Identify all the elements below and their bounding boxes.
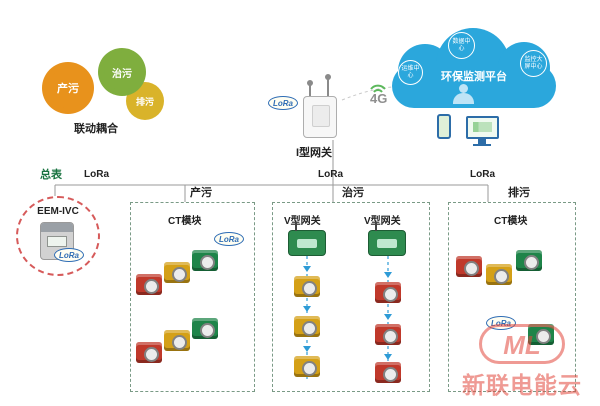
box-paiwu [448,202,576,392]
gateway-antenna-icon [325,74,331,97]
bus-lora-right-label: LoRa [470,169,495,180]
box-chanwu-title: 产污 [190,187,212,199]
vgateway-left-label: V型网关 [284,216,321,227]
cellular-4g-icon: 4G [364,78,392,111]
meter-model-label: EEM-IVC [37,206,79,217]
bus-lora-left-label: LoRa [84,169,109,180]
ct-module-yellow [486,264,512,285]
ct-module-yellow [164,262,190,283]
ct-module-yellow [164,330,190,351]
gear-chanwu: 产污 [42,62,94,114]
ct-module-red [136,342,162,363]
signal-4g-label: 4G [370,91,387,106]
box-paiwu-module-label: CT模块 [494,216,528,227]
box-zhiwu-title: 治污 [342,187,364,199]
ct-module-yellow [294,356,320,377]
ct-module-red [375,282,401,303]
bus-lora-center-label: LoRa [318,169,343,180]
ct-module-red [375,324,401,345]
user-icon [453,93,474,104]
cloud-badge-ops-center: 运维中心 [398,60,423,85]
watermark: ML 新联电能云 [452,324,592,400]
ct-module-green [192,318,218,339]
signal-arcs-icon: 4G [370,84,387,106]
gateway-device-face [312,105,330,127]
gateway-device-icon [303,96,337,138]
box-paiwu-title: 排污 [508,187,530,199]
gear-paiwu-label: 排污 [135,96,154,107]
vgateway-right-label: V型网关 [364,216,401,227]
gear-cluster-caption: 联动耦合 [74,123,118,135]
ct-module-red [456,256,482,277]
cloud-badge-monitor-center: 监控大屏中心 [520,50,547,77]
ct-module-red [375,362,401,383]
v-gateway-device-icon [368,222,406,256]
meter-lora-badge: LoRa [54,248,84,262]
monitor-stand [478,139,486,144]
smartphone-icon [437,114,451,139]
monitor-icon [466,116,499,139]
gear-chanwu-label: 产污 [57,83,79,95]
gateway-antenna-icon [307,80,313,97]
user-icon [459,84,468,93]
watermark-logo: ML [479,324,565,364]
cloud-platform-title: 环保监测平台 [441,71,507,83]
master-meter-caption: 总表 [40,169,62,181]
monitor-base [473,144,491,146]
gateway-label: I型网关 [296,147,333,159]
ct-module-yellow [294,276,320,297]
box-chanwu-module-label: CT模块 [168,216,202,227]
gear-zhiwu: 治污 [98,48,146,96]
watermark-text: 新联电能云 [462,372,582,398]
ct-module-green [192,250,218,271]
cloud-badge-data-center: 数据中心 [448,32,475,59]
gateway-lora-badge: LoRa [268,96,298,110]
box-zhiwu [272,202,430,392]
gear-zhiwu-label: 治污 [112,68,132,80]
ct-module-red [136,274,162,295]
box-chanwu-lora-badge: LoRa [214,232,244,246]
master-meter-group [16,196,100,276]
box-chanwu [130,202,255,392]
ct-module-green [516,250,542,271]
ct-module-yellow [294,316,320,337]
v-gateway-device-icon [288,222,326,256]
